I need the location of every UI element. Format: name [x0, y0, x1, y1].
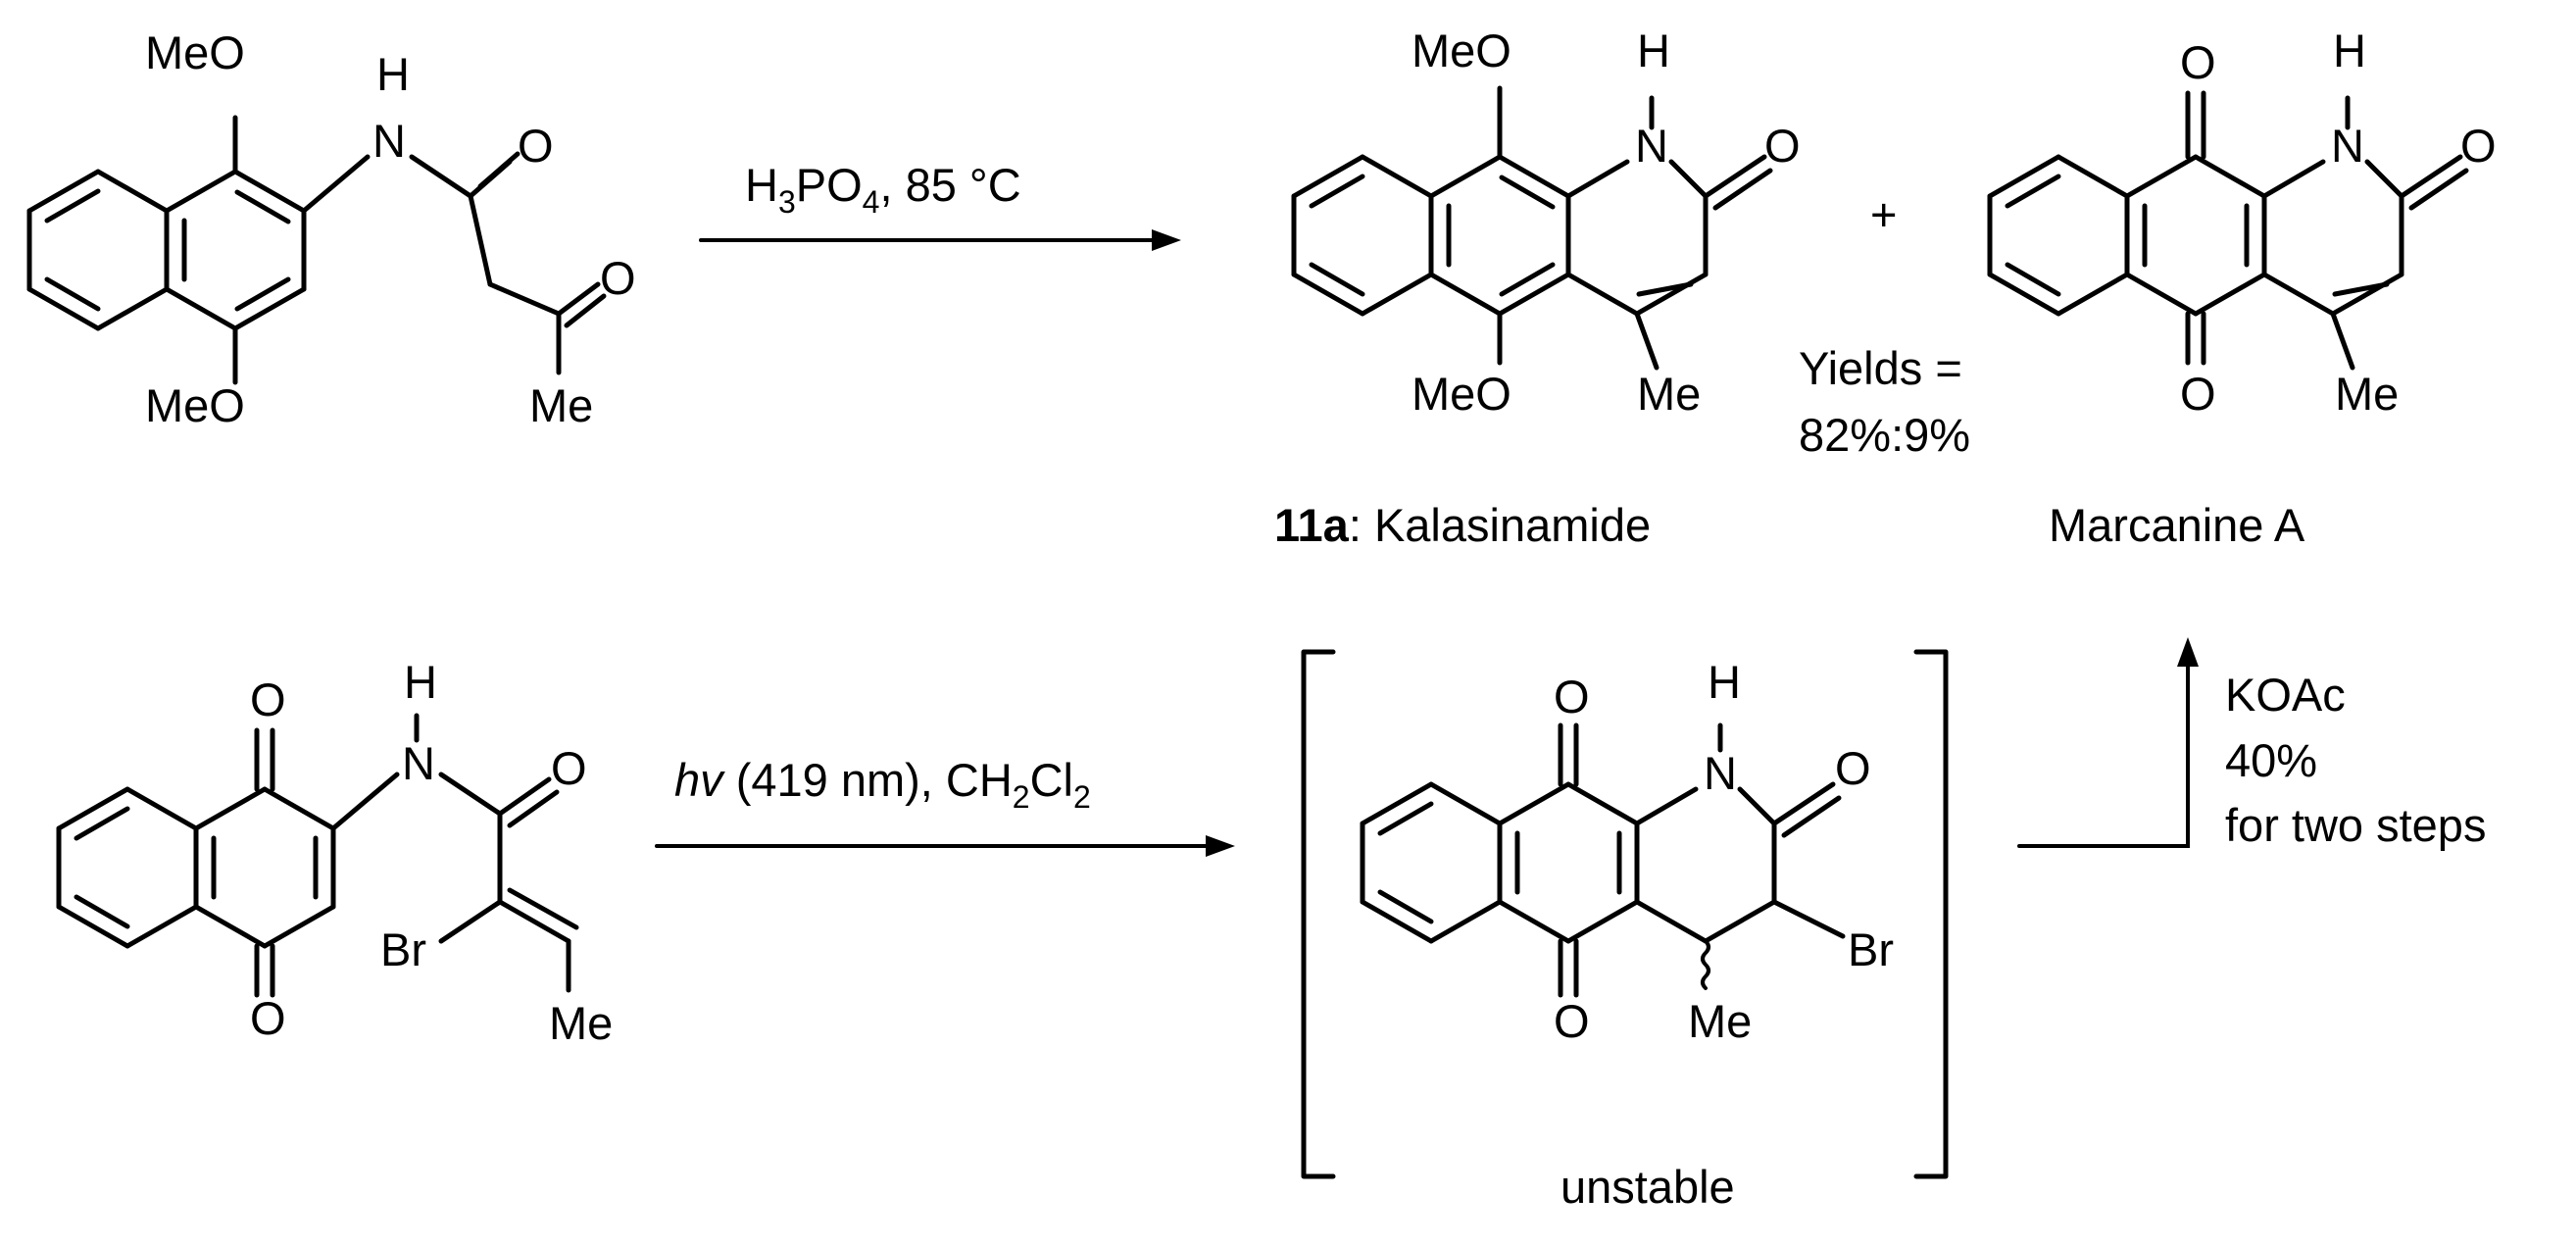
intermediate-bracketed: O H N O Br O Me unstable: [1301, 649, 1949, 1213]
conditions-2: hv (419 nm), CH2Cl2: [674, 754, 1091, 815]
product-marcanine-a: O H N O O Me: [1987, 25, 2497, 420]
label-meo: MeO: [145, 379, 245, 431]
label-n: N: [1635, 120, 1668, 172]
yields-value: 82%:9%: [1799, 409, 1970, 461]
label-n: N: [2331, 120, 2364, 172]
reaction-arrow-1: H3PO4, 85 °C: [699, 159, 1181, 251]
label-h: H: [1637, 25, 1670, 76]
step-yield: 40%: [2225, 734, 2317, 786]
label-n: N: [402, 737, 435, 789]
conditions-1: H3PO4, 85 °C: [745, 159, 1021, 220]
label-o: O: [1835, 742, 1871, 794]
plus-sign: +: [1870, 188, 1897, 240]
label-o: O: [551, 742, 587, 794]
label-br: Br: [1848, 923, 1894, 975]
step-note: for two steps: [2225, 799, 2486, 851]
label-n: N: [372, 115, 406, 167]
label-h: H: [376, 48, 410, 100]
starting-material-2: O H N O Br O Me: [56, 656, 613, 1049]
yields-label: Yields =: [1799, 342, 1962, 394]
step-reagent: KOAc: [2225, 669, 2346, 721]
label-meo: MeO: [145, 26, 245, 78]
label-h: H: [1708, 656, 1741, 708]
label-o: O: [1764, 120, 1801, 172]
label-meo: MeO: [1412, 368, 1511, 420]
label-h: H: [404, 656, 437, 708]
label-n: N: [1704, 747, 1737, 799]
label-o: O: [250, 992, 286, 1044]
label-o: O: [2460, 120, 2497, 172]
reaction-arrow-3: KOAc 40% for two steps: [2017, 637, 2486, 851]
intermediate-label: unstable: [1560, 1161, 1735, 1213]
product-kalasinamide: MeO H N O MeO Me: [1291, 25, 1801, 420]
label-o: O: [2180, 36, 2216, 88]
label-o: O: [2180, 368, 2216, 420]
label-me: Me: [2335, 368, 2399, 420]
label-me: Me: [1637, 368, 1701, 420]
label-h: H: [2333, 25, 2366, 76]
label-meo: MeO: [1412, 25, 1511, 76]
label-o: O: [250, 673, 286, 725]
label-o: O: [518, 120, 554, 172]
label-me: Me: [549, 997, 613, 1049]
starting-material-1: MeO MeO H N O O Me: [26, 26, 636, 431]
label-br: Br: [380, 923, 426, 975]
label-me: Me: [529, 379, 593, 431]
label-o: O: [1554, 671, 1590, 723]
label-me: Me: [1688, 995, 1752, 1047]
compound-name-kalasinamide: 11a: Kalasinamide: [1274, 499, 1651, 551]
label-o: O: [600, 252, 636, 304]
reaction-arrow-2: hv (419 nm), CH2Cl2: [655, 754, 1235, 857]
compound-name-marcanine-a: Marcanine A: [2049, 499, 2305, 551]
label-o: O: [1554, 995, 1590, 1047]
